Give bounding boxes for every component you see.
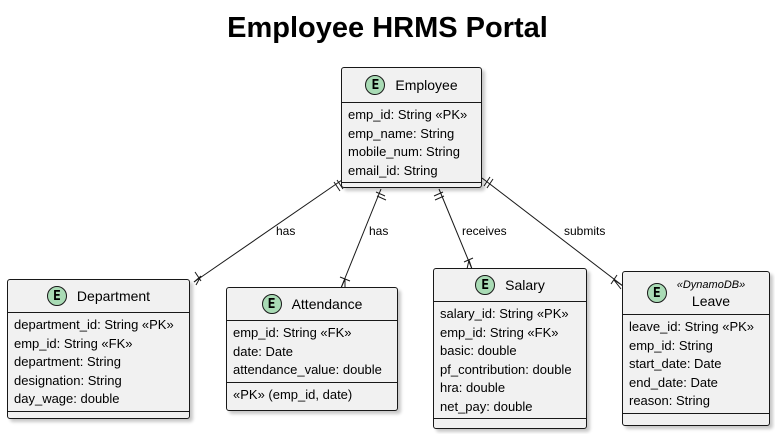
- entity-name: Salary: [505, 277, 545, 293]
- diagram-title: Employee HRMS Portal: [227, 12, 548, 44]
- attribute-item: emp_id: String «PK»: [348, 107, 468, 122]
- attribute-item: emp_id: String «FK»: [14, 335, 133, 351]
- attribute-item: department: String: [14, 354, 121, 369]
- attribute-item: emp_id: String «FK»: [233, 325, 352, 340]
- attribute-item: net_pay: double: [440, 398, 533, 414]
- relationship-line-salary: [438, 188, 473, 270]
- entity-leave[interactable]: E «DynamoDB» Leave leave_id: String «PK»…: [622, 271, 770, 426]
- attribute-list: emp_id: String «PK» emp_name: String mob…: [342, 103, 481, 183]
- attribute-item: hra: double: [440, 380, 506, 395]
- entity-name: Leave: [691, 293, 731, 309]
- attribute-item: leave_id: String «PK»: [629, 319, 755, 334]
- relationship-label-leave: submits: [564, 224, 605, 238]
- attribute-item: emp_id: String «FK»: [440, 324, 559, 340]
- entity-icon: E: [646, 283, 667, 303]
- attribute-item: emp_id: String: [629, 337, 713, 353]
- entity-icon: E: [261, 294, 282, 314]
- relationship-label-attendance: has: [369, 224, 388, 238]
- entity-name: Department: [76, 288, 151, 304]
- attribute-item: date: Date: [233, 343, 293, 359]
- relationship-label-salary: receives: [462, 224, 507, 238]
- attribute-item: basic: double: [440, 343, 517, 358]
- entity-salary[interactable]: E Salary salary_id: String «PK» emp_id: …: [433, 268, 587, 429]
- attribute-item: designation: String: [14, 372, 122, 388]
- entity-attendance[interactable]: E Attendance emp_id: String «FK» date: D…: [226, 287, 398, 411]
- attribute-item: department_id: String «PK»: [14, 317, 174, 332]
- attribute-list: department_id: String «PK» emp_id: Strin…: [8, 313, 189, 412]
- attribute-item: attendance_value: double: [233, 362, 382, 377]
- entity-icon: E: [475, 275, 496, 295]
- entity-department[interactable]: E Department department_id: String «PK» …: [7, 279, 190, 419]
- entity-icon: E: [46, 286, 67, 306]
- attribute-item: start_date: Date: [629, 356, 722, 371]
- entity-name: Attendance: [291, 296, 363, 312]
- entity-employee[interactable]: E Employee emp_id: String «PK» emp_name:…: [341, 67, 482, 188]
- attribute-item: day_wage: double: [14, 391, 120, 406]
- entity-name: Employee: [395, 77, 458, 93]
- attribute-list: leave_id: String «PK» emp_id: String sta…: [623, 315, 769, 414]
- attribute-item: emp_name: String: [348, 125, 455, 141]
- relationship-line-attendance: [340, 188, 382, 289]
- attribute-list: emp_id: String «FK» date: Date attendanc…: [227, 321, 397, 383]
- attribute-item: email_id: String: [348, 162, 438, 178]
- entity-stereotype: «DynamoDB»: [676, 279, 746, 291]
- constraint-list: «PK» (emp_id, date): [227, 383, 397, 408]
- attribute-item: end_date: Date: [629, 374, 718, 390]
- relationship-label-department: has: [276, 224, 295, 238]
- entity-icon: E: [365, 75, 386, 95]
- attribute-list: salary_id: String «PK» emp_id: String «F…: [434, 302, 586, 419]
- relationship-line-leave: [481, 177, 624, 287]
- attribute-item: pf_contribution: double: [440, 361, 572, 377]
- relationship-line-department: [193, 179, 343, 283]
- constraint-item: «PK» (emp_id, date): [233, 386, 353, 402]
- attribute-item: mobile_num: String: [348, 144, 460, 159]
- attribute-item: salary_id: String «PK»: [440, 306, 569, 321]
- attribute-item: reason: String: [629, 393, 710, 408]
